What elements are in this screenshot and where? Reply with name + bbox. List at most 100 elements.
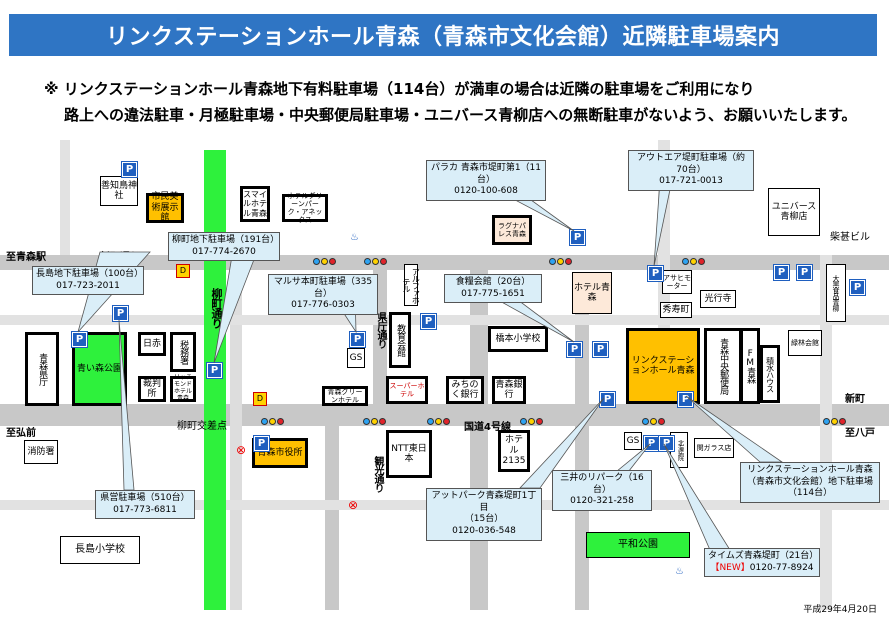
building-shoubou: 消防署	[24, 440, 58, 464]
traffic-signal-icon	[823, 410, 849, 425]
parking-tel: 017-774-2670	[192, 246, 256, 257]
building-alpha-hotel: アルファホテル	[402, 264, 420, 306]
parking-icon: P	[677, 391, 694, 408]
parking-count: （15台）	[464, 514, 504, 525]
building-nichi: 日赤	[138, 332, 166, 356]
traffic-signal-icon	[364, 250, 390, 265]
callout-times-parking: タイムズ青森堤町（21台） 【NEW】0120-77-8924	[704, 548, 820, 578]
map-area: 至青森駅 新町通り 柳町通り 至弘前 柳町交差点 国道4号線 至八戸 県庁通り …	[0, 140, 889, 610]
traffic-signal-icon	[313, 250, 339, 265]
callout-atpark-parking: アットパーク青森堤町1丁目 （15台） 0120-036-548	[426, 488, 542, 541]
label-kokudo4: 国道4号線	[464, 422, 511, 433]
building-hotel-aomori: ホテル青森	[572, 272, 612, 314]
label-hirosaki: 至弘前	[6, 428, 36, 439]
road-heiwa-vertical	[575, 300, 589, 610]
building-ntt: NTT東日本	[386, 430, 432, 478]
building-hideshoji: 秀寿町	[660, 302, 692, 318]
building-ohmiyaya: 大黒食品青柳	[826, 264, 846, 322]
building-michinoku: みちのく銀行	[446, 376, 484, 404]
parking-name: マルサ本町駐車場（335台）	[273, 277, 373, 299]
parking-tel: 0120-321-258	[570, 496, 634, 507]
road-yanagimachi-green	[204, 150, 226, 610]
label-nemuri-dori: 観光通り	[372, 456, 383, 492]
parking-name: アウトエア堤町駐車場（約70台）	[636, 153, 745, 175]
parking-icon: P	[647, 265, 664, 282]
building-gs1: GS	[347, 348, 365, 368]
building-gs2: GS	[624, 432, 642, 450]
callout-marusa-parking: マルサ本町駐車場（335台） 017-776-0303	[268, 274, 378, 316]
parking-name: 食糧会館（20台）	[455, 277, 531, 287]
building-nagashima-sho: 長島小学校	[60, 536, 140, 564]
parking-tel: 017-773-6811	[113, 504, 177, 515]
date-label: 平成29年4月20日	[803, 605, 877, 615]
parking-tel: 017-721-0013	[659, 176, 723, 187]
parking-tel: 0120-036-548	[452, 526, 516, 537]
callout-yanagimachi-parking: 柳町地下駐車場（191台） 017-774-2670	[168, 232, 280, 262]
building-zeimusho: 税務署	[170, 332, 196, 372]
building-shiyakusho: 青森市役所	[252, 438, 308, 468]
notice-line-2: 路上への違法駐車・月極駐車場・中央郵便局駐車場・ユニバース青柳店への無断駐車がな…	[64, 106, 857, 124]
building-super-hotel: スーパーホテル	[386, 376, 428, 404]
page-title: リンクステーションホール青森（青森市文化会館）近隣駐車場案内	[9, 14, 877, 56]
building-link-station-hall: リンクステーションホール青森	[626, 328, 700, 404]
traffic-signal-icon	[642, 410, 668, 425]
parking-icon: P	[796, 264, 813, 281]
building-shimin-bijutsu: 市民美術展示館	[146, 192, 184, 223]
callout-mitsui-parking: 三井のリパーク（16台） 0120-321-258	[552, 470, 652, 512]
label-yanagimachi-kosaten: 柳町交差点	[177, 421, 227, 432]
parking-name-2: （青森市文化会館）地下駐車場	[746, 476, 873, 487]
building-zenchidori: 善知鳥神社	[100, 176, 138, 206]
building-richmond: リッチモンドホテル青森	[170, 374, 196, 402]
building-kyoiku-kaikan: 教育会館	[389, 312, 411, 368]
traffic-signal-icon	[549, 250, 575, 265]
notice-line-1: ※ リンクステーションホール青森地下有料駐車場（114台）が満車の場合は近隣の駐…	[44, 80, 755, 98]
building-fm-aomori: FM青森	[740, 328, 760, 404]
traffic-signal-icon	[261, 410, 287, 425]
parking-icon: P	[206, 362, 223, 379]
parking-icon: P	[121, 161, 138, 178]
no-entry-icon: ⊗	[236, 443, 247, 457]
parking-name: アットパーク青森堤町1丁目	[431, 491, 537, 513]
parking-tel: 017-775-1651	[461, 288, 525, 299]
building-smile-hotel: スマイルホテル青森	[240, 186, 270, 222]
label-aomori-eki: 至青森駅	[6, 252, 46, 263]
building-kangaruss: 関ガラス店	[694, 438, 734, 458]
building-asahi-motors: アサヒモーター	[662, 270, 692, 294]
callout-outair-parking: アウトエア堤町駐車場（約70台） 017-721-0013	[628, 150, 754, 192]
building-green-hotel: 青森グリーンホテル	[322, 386, 368, 406]
callout-kenei-parking: 県営駐車場（510台） 017-773-6811	[95, 490, 195, 520]
building-crown-palace: ラグナパレス青森	[492, 215, 532, 245]
parking-name: 三井のリパーク（16台）	[560, 473, 644, 495]
parking-icon: P	[569, 229, 586, 246]
parking-name: 県営駐車場（510台）	[100, 493, 190, 503]
parking-icon: P	[849, 279, 866, 296]
building-hashimoto: 橋本小学校	[488, 326, 548, 352]
label-shinmachi-right: 新町	[845, 394, 865, 405]
building-saibansho: 裁判所	[138, 376, 166, 402]
traffic-signal-icon	[520, 410, 546, 425]
building-shibamoto: 柴甚ビル	[830, 232, 870, 243]
parking-icon: P	[253, 435, 270, 452]
parking-icon: P	[599, 391, 616, 408]
parking-icon: P	[349, 331, 366, 348]
parking-name: パラカ 青森市堤町第1（11台）	[430, 163, 542, 185]
parking-icon: P	[420, 313, 437, 330]
callout-paraka-parking: パラカ 青森市堤町第1（11台） 0120-100-608	[426, 160, 546, 202]
parking-icon: P	[112, 305, 129, 322]
callout-hall-parking: リンクステーションホール青森 （青森市文化会館）地下駐車場 （114台）	[740, 462, 880, 504]
bank-symbol-icon: ♨	[350, 232, 359, 243]
building-sumirahouse: 積水ハウス	[760, 345, 780, 403]
road-nemuri	[325, 426, 339, 610]
callout-shokuryo-parking: 食糧会館（20台） 017-775-1651	[444, 274, 542, 304]
traffic-signal-icon	[363, 410, 389, 425]
parking-tel: 017-723-2011	[56, 280, 120, 291]
building-heiwa-koen: 平和公園	[586, 532, 690, 558]
callout-nagashima-parking: 長島地下駐車場（100台） 017-723-2011	[32, 266, 144, 296]
building-universe: ユニバース青柳店	[768, 188, 820, 236]
parking-name: タイムズ青森堤町（21台）	[708, 551, 819, 561]
building-aomori-ken: 青森県庁	[25, 332, 59, 406]
new-badge: 【NEW】	[710, 562, 750, 573]
building-ryokuyu: 緑林会館	[788, 330, 822, 356]
label-hachinohe: 至八戸	[845, 428, 875, 439]
traffic-signal-icon	[427, 410, 453, 425]
